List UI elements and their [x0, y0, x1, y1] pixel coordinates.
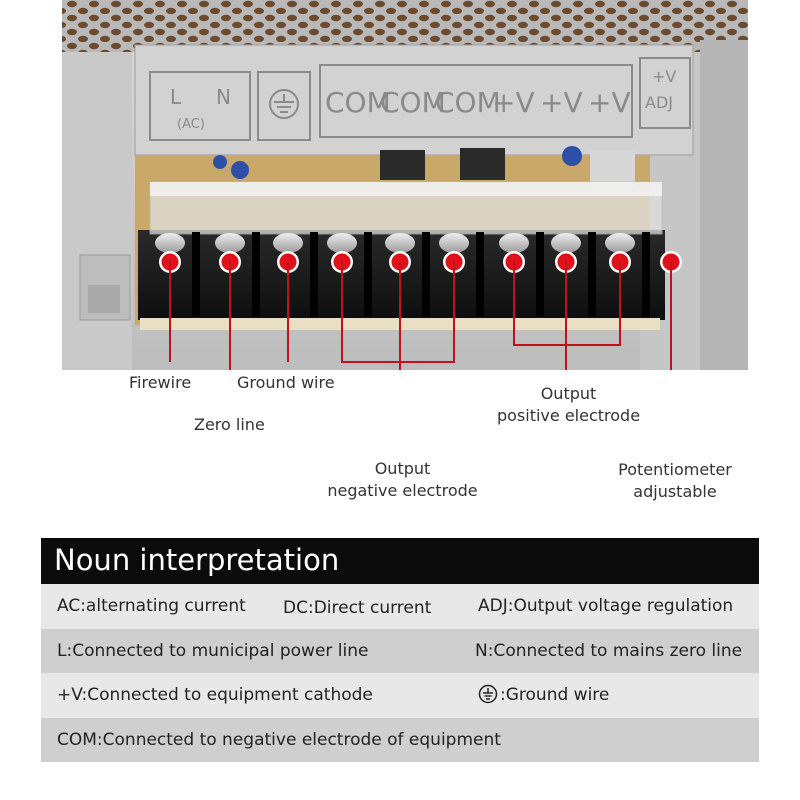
noun-n: N:Connected to mains zero line	[475, 640, 743, 661]
terminal-separator	[310, 232, 318, 317]
callout-output-positive-line2: positive electrode	[496, 406, 641, 425]
plate-label-n: N	[216, 85, 231, 109]
terminal-screw	[215, 233, 245, 253]
callout-firewire: Firewire	[129, 372, 191, 394]
callout-output-positive: Output positive electrode	[486, 383, 651, 427]
noun-l: L:Connected to municipal power line	[57, 640, 369, 661]
terminal-screws	[155, 232, 650, 317]
plate-label-v-2: +V	[540, 86, 583, 119]
callout-zero-line: Zero line	[194, 414, 265, 436]
plate-label-com-3: COM	[435, 86, 501, 119]
callout-output-negative-line1: Output	[374, 459, 431, 478]
plate-label-com-1: COM	[325, 86, 391, 119]
callout-lines	[169, 262, 672, 370]
terminal-separator	[642, 232, 650, 317]
callout-potentiometer: Potentiometer adjustable	[605, 459, 745, 503]
terminal-separator	[364, 232, 372, 317]
plate-label-com-2: COM	[380, 86, 446, 119]
noun-row-4: COM:Connected to negative electrode of e…	[41, 717, 759, 762]
noun-interpretation-panel: Noun interpretation AC:alternating curre…	[41, 538, 759, 762]
terminal-screw	[439, 233, 469, 253]
terminal-separator	[588, 232, 596, 317]
noun-ground-text: :Ground wire	[500, 685, 610, 705]
noun-adj: ADJ:Output voltage regulation	[478, 596, 734, 616]
plate-label-v-adj: +V	[652, 67, 676, 86]
noun-com: COM:Connected to negative electrode of e…	[57, 729, 501, 750]
terminal-screw	[385, 233, 415, 253]
plate-label-l: L	[170, 85, 182, 109]
plate-ground-icon	[269, 89, 299, 119]
terminal-screw	[499, 233, 529, 253]
terminal-separator	[252, 232, 260, 317]
noun-ground: :Ground wire	[478, 673, 609, 717]
callout-firewire-text: Firewire	[129, 373, 192, 392]
callout-ground-wire-text: Ground wire	[237, 373, 335, 392]
plate-label-v-3: +V	[588, 86, 631, 119]
terminal-separator	[476, 232, 484, 317]
terminal-screw	[605, 233, 635, 253]
noun-row-2: L:Connected to municipal power line N:Co…	[41, 628, 759, 673]
noun-interpretation-title: Noun interpretation	[41, 538, 759, 584]
noun-dc: DC:Direct current	[283, 598, 432, 618]
terminal-separator	[536, 232, 544, 317]
plate-label-adj: ADJ	[645, 93, 673, 112]
terminal-separator	[192, 232, 200, 317]
plate-label-v-1: +V	[492, 86, 535, 119]
noun-row-3: +V:Connected to equipment cathode :Groun…	[41, 673, 759, 718]
callout-output-negative-line2: negative electrode	[327, 481, 478, 500]
callout-potentiometer-line1: Potentiometer	[618, 460, 732, 479]
terminal-separator	[422, 232, 430, 317]
callout-output-negative: Output negative electrode	[320, 458, 485, 502]
terminal-screw	[273, 233, 303, 253]
power-supply-terminal-photo: L N (AC) COM COM COM +V +V +V +V ADJ	[0, 0, 800, 370]
ground-symbol-icon	[478, 684, 498, 704]
callout-ground-wire: Ground wire	[237, 372, 335, 394]
terminal-screw	[327, 233, 357, 253]
callout-zero-line-text: Zero line	[194, 415, 265, 434]
terminal-screw	[155, 233, 185, 253]
plate-label-ac: (AC)	[177, 117, 205, 132]
terminal-screw	[551, 233, 581, 253]
noun-row-1: AC:alternating current DC:Direct current…	[41, 584, 759, 629]
callout-potentiometer-line2: adjustable	[633, 482, 717, 501]
callout-output-positive-line1: Output	[540, 384, 597, 403]
noun-ac: AC:alternating current	[57, 596, 246, 616]
noun-v: +V:Connected to equipment cathode	[57, 685, 373, 705]
